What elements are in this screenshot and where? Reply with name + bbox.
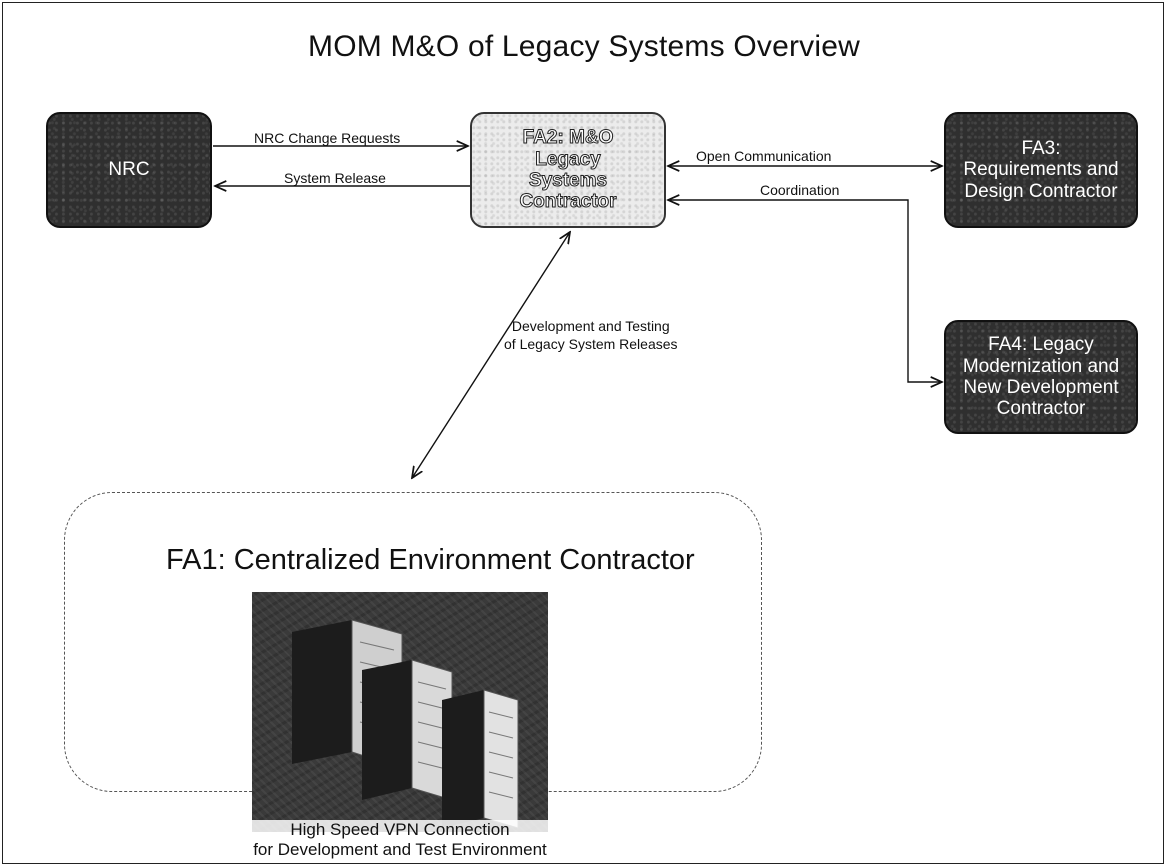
nrc-box: NRC: [46, 112, 212, 228]
fa4-line: FA4: Legacy: [988, 334, 1094, 356]
fa4-line: New Development: [963, 377, 1119, 398]
development-testing-line: of Legacy System Releases: [504, 335, 678, 352]
fa3-line: Requirements and: [963, 159, 1119, 181]
system-release-label: System Release: [284, 170, 386, 186]
fa2-line: Contractor: [519, 191, 617, 213]
fa2-line: FA2: M&O: [522, 127, 614, 149]
development-testing-line: Development and Testing: [511, 318, 670, 334]
nrc-label: NRC: [108, 159, 150, 181]
server-racks-icon: [292, 619, 519, 829]
fa4-line: Contractor: [996, 398, 1086, 420]
fa4-line: Modernization and: [962, 355, 1120, 377]
fa1-caption-line: High Speed VPN Connection: [290, 820, 510, 839]
development-testing-label: Development and Testing of Legacy System…: [504, 318, 678, 353]
fa2-line: Legacy: [535, 148, 601, 170]
fa4-box: FA4: Legacy Modernization and New Develo…: [944, 320, 1138, 434]
server-racks-image: [252, 592, 548, 832]
fa2-box: FA2: M&O Legacy Systems Contractor: [470, 112, 666, 228]
open-communication-label: Open Communication: [696, 148, 832, 164]
fa1-image-caption: High Speed VPN Connection for Developmen…: [230, 820, 570, 861]
diagram-title: MOM M&O of Legacy Systems Overview: [308, 30, 860, 63]
fa2-line: Systems: [528, 169, 608, 191]
nrc-change-requests-label: NRC Change Requests: [254, 130, 401, 146]
fa3-line: Design Contractor: [964, 180, 1118, 202]
coordination-label: Coordination: [760, 182, 840, 198]
fa3-line: FA3:: [1021, 138, 1061, 160]
fa1-caption-line: for Development and Test Environment: [253, 840, 547, 860]
fa3-box: FA3: Requirements and Design Contractor: [944, 112, 1138, 228]
fa1-title: FA1: Centralized Environment Contractor: [166, 544, 695, 576]
